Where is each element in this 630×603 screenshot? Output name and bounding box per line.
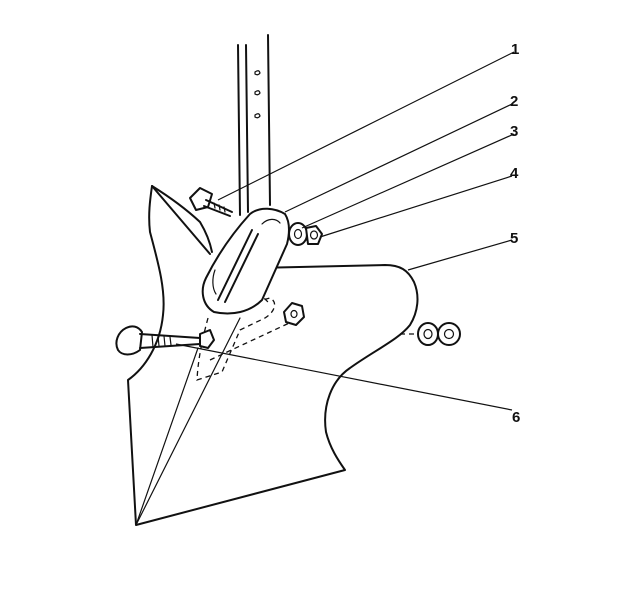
share-body-nut [283, 302, 305, 326]
leader-lines [175, 51, 515, 411]
right-washer-nut [400, 322, 461, 346]
upper-bolt [189, 187, 233, 217]
curved-brace-strap [201, 207, 291, 315]
callout-labels: 1 2 3 4 5 6 [510, 41, 520, 426]
callout-4: 4 [510, 165, 519, 182]
callout-3: 3 [510, 123, 518, 140]
plow-share-body [127, 185, 419, 526]
leader-line-6 [175, 343, 513, 411]
callout-6: 6 [512, 409, 520, 426]
strap-washer-nut [288, 222, 323, 246]
callout-2: 2 [510, 93, 518, 110]
leader-line-3 [301, 133, 515, 229]
shank-beam [237, 34, 271, 216]
callout-5: 5 [510, 230, 518, 247]
leader-line-4 [319, 175, 513, 238]
callout-1: 1 [511, 41, 519, 58]
leader-line-2 [284, 103, 513, 213]
leader-line-5 [407, 239, 513, 271]
leader-line-1 [217, 51, 515, 201]
shank-adjustment-holes [254, 70, 261, 119]
carriage-bolt [115, 325, 215, 356]
